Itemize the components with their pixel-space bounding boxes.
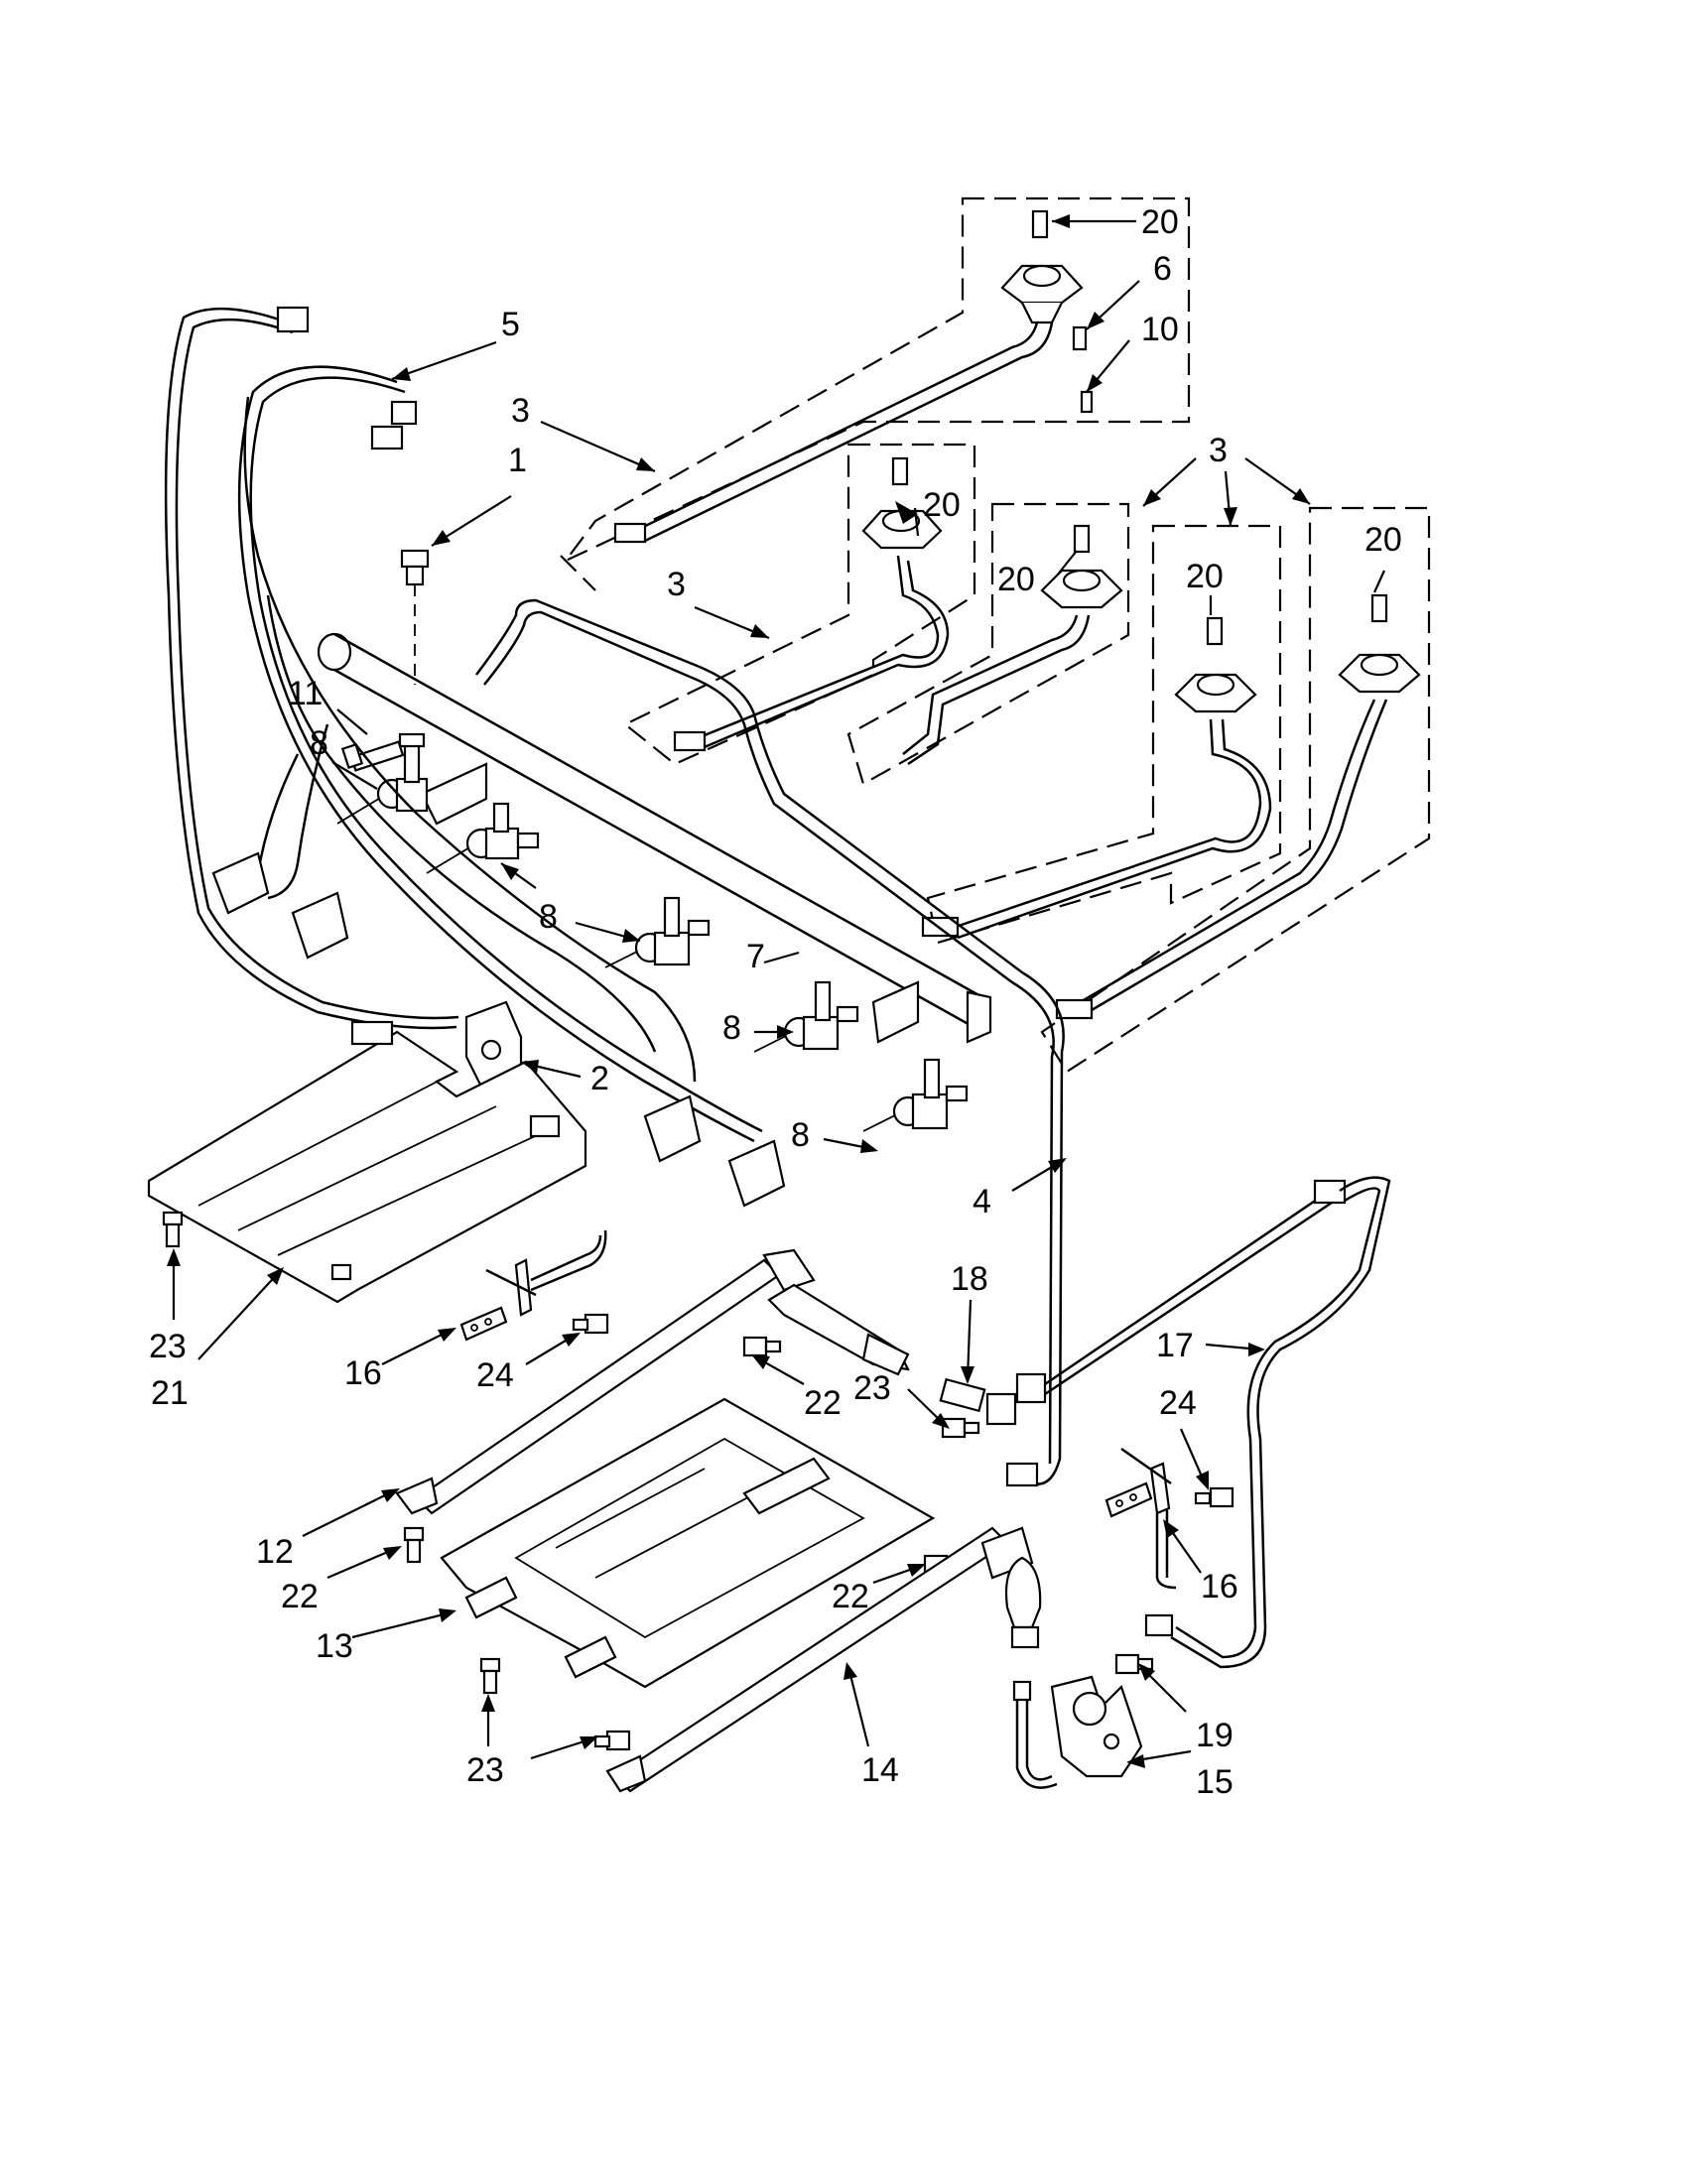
callout-8: 8 bbox=[791, 1116, 810, 1154]
callout-3: 3 bbox=[667, 566, 686, 603]
orifice-holder-right-center bbox=[921, 616, 1272, 940]
orifice-group-left bbox=[622, 443, 976, 766]
callout-22: 22 bbox=[832, 1578, 869, 1615]
wire-harness bbox=[164, 306, 763, 1143]
orifice-holder-left bbox=[673, 456, 950, 752]
callout-16: 16 bbox=[344, 1354, 382, 1392]
callout-4: 4 bbox=[973, 1183, 991, 1220]
regulator-tube bbox=[1144, 1176, 1391, 1669]
manifold-pipe bbox=[317, 632, 992, 1044]
callout-13: 13 bbox=[316, 1627, 353, 1665]
heat-shield bbox=[147, 1020, 587, 1304]
callout-2: 2 bbox=[590, 1060, 609, 1097]
callout-21: 21 bbox=[151, 1374, 189, 1412]
callout-23: 23 bbox=[149, 1328, 187, 1365]
callout-20: 20 bbox=[923, 486, 961, 524]
pressure-regulator bbox=[1012, 1675, 1143, 1789]
burner-base bbox=[440, 1397, 936, 1689]
screw-24-right bbox=[1194, 1486, 1234, 1508]
callout-15: 15 bbox=[1196, 1763, 1234, 1801]
orifice-holder-right bbox=[1055, 593, 1421, 1020]
callout-6: 6 bbox=[1153, 250, 1172, 288]
burner-tube-left bbox=[395, 1248, 816, 1515]
callout-19: 19 bbox=[1196, 1717, 1234, 1754]
screw-23-mid bbox=[941, 1417, 980, 1439]
manifold-screw bbox=[400, 549, 430, 685]
screw-24-left bbox=[572, 1313, 609, 1335]
bolt-11 bbox=[340, 740, 405, 772]
callout-8: 8 bbox=[722, 1009, 741, 1047]
callout-17: 17 bbox=[1156, 1327, 1194, 1364]
orifice-holder-center bbox=[902, 524, 1123, 766]
callout-20: 20 bbox=[1364, 521, 1402, 559]
callout-10: 10 bbox=[1141, 311, 1179, 348]
screw-22-mid bbox=[742, 1336, 782, 1357]
callout-3: 3 bbox=[511, 392, 530, 430]
callout-3: 3 bbox=[1209, 432, 1228, 469]
screw-23-lowmid bbox=[593, 1730, 631, 1751]
callout-23: 23 bbox=[466, 1751, 504, 1789]
burner-valve-1 bbox=[336, 732, 429, 825]
igniter-right bbox=[1104, 1447, 1177, 1590]
callout-24: 24 bbox=[476, 1356, 514, 1394]
burner-valve-5 bbox=[862, 1058, 969, 1132]
callout-20: 20 bbox=[997, 561, 1035, 598]
callout-labels: 20 6 10 5 3 1 20 3 3 20 20 20 11 8 8 7 8… bbox=[149, 203, 1402, 1801]
callout-12: 12 bbox=[256, 1533, 294, 1571]
burner-valve-4 bbox=[753, 980, 859, 1053]
callout-23: 23 bbox=[853, 1369, 891, 1407]
burner-valve-3 bbox=[604, 896, 711, 968]
callout-20: 20 bbox=[1186, 558, 1224, 595]
leader-lines bbox=[167, 214, 1386, 1768]
callout-8: 8 bbox=[539, 898, 558, 936]
gas-inlet-assembly bbox=[767, 1189, 1336, 1426]
callout-22: 22 bbox=[281, 1578, 319, 1615]
manifold-supply-tube bbox=[474, 598, 1065, 1487]
orifice-group-right-center bbox=[926, 524, 1282, 945]
callout-24: 24 bbox=[1159, 1384, 1197, 1422]
callout-7: 7 bbox=[746, 938, 765, 975]
callout-11: 11 bbox=[288, 675, 323, 712]
callout-18: 18 bbox=[951, 1260, 988, 1298]
orifice-group-center bbox=[846, 502, 1130, 786]
callout-14: 14 bbox=[861, 1751, 899, 1789]
manifold-brackets bbox=[420, 762, 920, 1044]
callout-8: 8 bbox=[310, 724, 328, 762]
callout-1: 1 bbox=[508, 442, 527, 479]
burner-valve-2 bbox=[426, 802, 540, 874]
callout-22: 22 bbox=[804, 1384, 842, 1422]
screw-23-left bbox=[162, 1211, 184, 1248]
orifice-group-right bbox=[1040, 506, 1431, 1074]
igniter-left bbox=[459, 1229, 607, 1342]
callout-5: 5 bbox=[501, 306, 520, 343]
screw-23-bottom bbox=[479, 1657, 501, 1695]
screw-22-left bbox=[403, 1526, 425, 1564]
air-shutter bbox=[1004, 1556, 1042, 1649]
ignition-switches bbox=[211, 851, 786, 1208]
callout-20: 20 bbox=[1141, 203, 1179, 241]
callout-16: 16 bbox=[1201, 1568, 1238, 1606]
orifice-holder-top bbox=[613, 209, 1094, 544]
